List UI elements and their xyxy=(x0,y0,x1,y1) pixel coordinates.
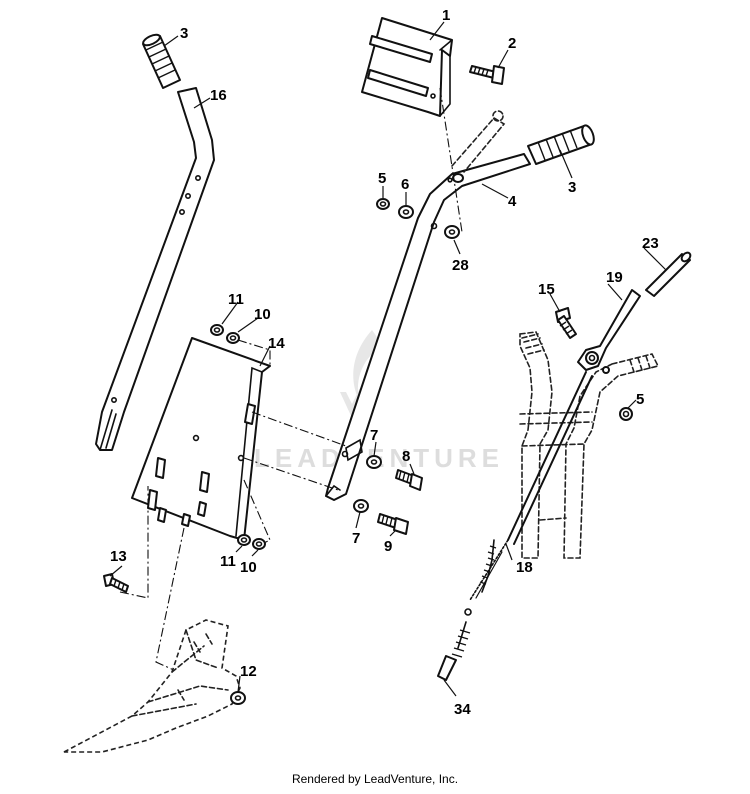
callout-11-upper: 11 xyxy=(228,291,244,308)
callout-9: 9 xyxy=(384,538,392,555)
hidden-line-bolt-13 xyxy=(119,486,149,599)
console-panel xyxy=(361,17,453,117)
right-handle-grip xyxy=(527,124,595,165)
shift-lever xyxy=(577,289,641,374)
bolt-9 xyxy=(377,513,409,535)
nut-11-lower xyxy=(237,534,251,546)
callout-7-upper: 7 xyxy=(370,427,378,444)
washer-7-upper xyxy=(366,455,382,469)
callout-3-right: 3 xyxy=(568,179,576,196)
handle-assembly-dashed xyxy=(519,331,660,559)
callout-12: 12 xyxy=(240,663,257,680)
washer-28 xyxy=(444,225,460,239)
callout-13: 13 xyxy=(110,548,127,565)
callout-23: 23 xyxy=(642,235,659,252)
callout-15: 15 xyxy=(538,281,555,298)
nut-12 xyxy=(230,691,246,705)
lever-grip xyxy=(645,251,692,297)
callout-19: 19 xyxy=(606,269,623,286)
washer-5-upper xyxy=(376,198,390,210)
washer-10-upper xyxy=(226,332,240,344)
callout-7-lower: 7 xyxy=(352,530,360,547)
right-handle-tube xyxy=(325,153,531,501)
left-handle-tube xyxy=(95,87,215,451)
callout-14: 14 xyxy=(268,335,285,352)
washer-10-lower xyxy=(252,538,266,550)
callout-4: 4 xyxy=(508,193,517,210)
mounting-plate xyxy=(131,337,271,541)
bolt-15 xyxy=(555,307,577,339)
lever-alt-position xyxy=(451,116,506,173)
leader-lines xyxy=(109,21,667,697)
callout-18: 18 xyxy=(516,559,533,576)
spring-chain xyxy=(437,539,497,681)
bolt-console xyxy=(469,65,505,85)
callout-3-left: 3 xyxy=(180,25,188,42)
washer-6 xyxy=(398,205,414,219)
nut-5-right xyxy=(619,407,633,421)
callout-34: 34 xyxy=(454,701,471,718)
hidden-line-console xyxy=(439,87,463,233)
callouts: 1 2 3 3 4 5 5 6 7 7 8 9 10 10 11 11 12 1… xyxy=(110,7,659,718)
lever-alt-knob xyxy=(492,110,504,122)
washer-7-lower xyxy=(353,499,369,513)
footer-credit: Rendered by LeadVenture, Inc. xyxy=(291,772,459,786)
bolt-8 xyxy=(395,469,423,491)
hidden-line-plate-upper xyxy=(251,411,347,447)
left-handle-grip xyxy=(142,33,181,89)
callout-5-right: 5 xyxy=(636,391,644,408)
callout-16: 16 xyxy=(210,87,227,104)
callout-28: 28 xyxy=(452,257,469,274)
callout-10-lower: 10 xyxy=(240,559,257,576)
callout-11-lower: 11 xyxy=(220,553,236,570)
bolt-13 xyxy=(103,573,129,593)
callout-10-upper: 10 xyxy=(254,306,271,323)
frame-bracket-dashed xyxy=(63,619,241,753)
callout-8: 8 xyxy=(402,448,410,465)
nut-11-upper xyxy=(210,324,224,336)
callout-1: 1 xyxy=(442,7,450,24)
callout-5-upper: 5 xyxy=(378,170,386,187)
callout-6: 6 xyxy=(401,176,409,193)
callout-2: 2 xyxy=(508,35,516,52)
